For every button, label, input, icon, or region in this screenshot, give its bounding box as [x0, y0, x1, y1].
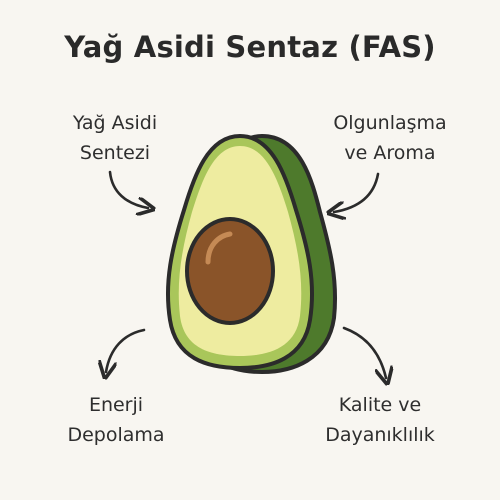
label-line: Olgunlaşma	[333, 112, 447, 134]
label-line: ve Aroma	[344, 142, 436, 164]
label-line: Kalite ve	[338, 394, 422, 416]
label-fatty-acid-synthesis: Yağ Asidi Sentezi	[40, 108, 190, 168]
arrow-bottom-left	[106, 328, 146, 372]
label-energy-storage: Enerji Depolama	[36, 390, 196, 450]
label-line: Sentezi	[79, 142, 151, 164]
arrow-bottom-right	[342, 326, 386, 378]
label-line: Dayanıklılık	[325, 424, 435, 446]
label-line: Yağ Asidi	[72, 112, 158, 134]
avocado-seed	[185, 217, 275, 325]
label-line: Enerji	[88, 394, 144, 416]
label-ripening-aroma: Olgunlaşma ve Aroma	[300, 108, 480, 168]
avocado-icon	[166, 134, 338, 374]
label-quality-durability: Kalite ve Dayanıklılık	[300, 390, 460, 450]
diagram-title: Yağ Asidi Sentaz (FAS)	[64, 30, 436, 64]
label-line: Depolama	[67, 424, 165, 446]
arrow-top-left	[108, 170, 148, 208]
arrow-top-right	[334, 172, 380, 212]
seed-highlight	[205, 231, 233, 265]
